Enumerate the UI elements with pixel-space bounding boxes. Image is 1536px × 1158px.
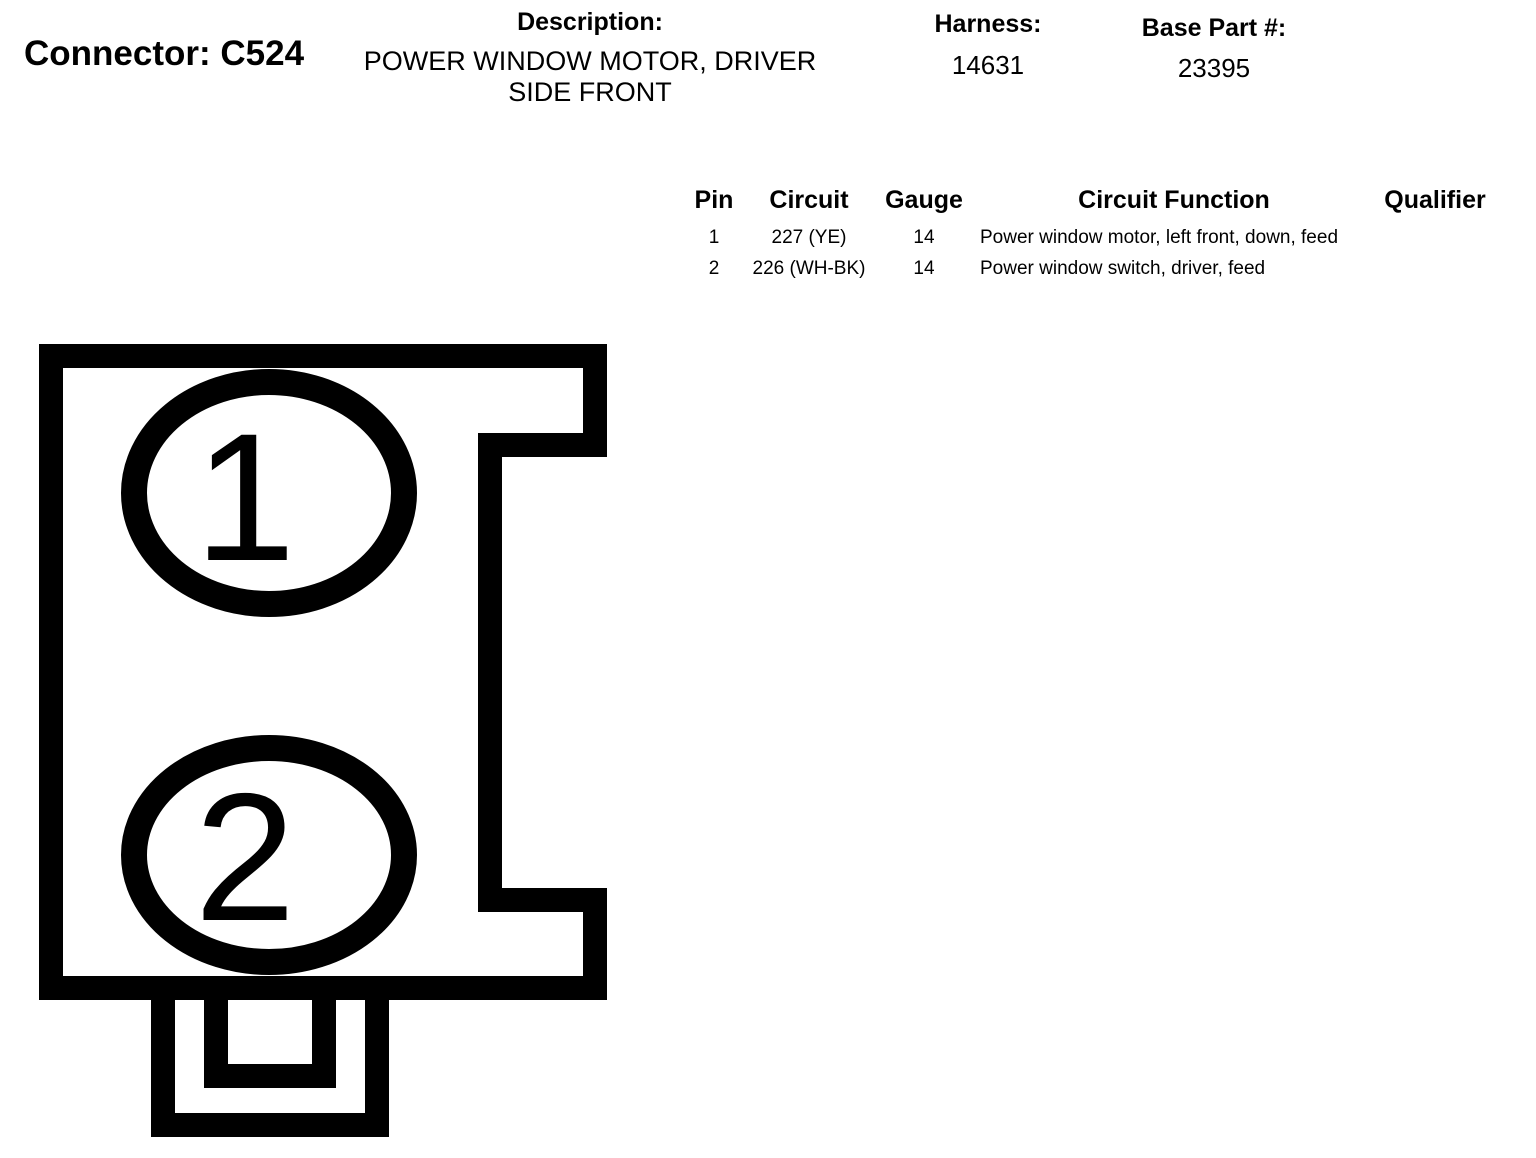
cell-circuit-function: Power window switch, driver, feed [980,257,1266,279]
connector-locking-tab [151,988,389,1137]
header-circuit-function: Circuit Function [1078,185,1270,214]
base-part-label: Base Part #: [1141,14,1287,42]
harness-label: Harness: [934,10,1042,38]
description-value: POWER WINDOW MOTOR, DRIVER SIDE FRONT [340,46,840,108]
header-circuit: Circuit [769,185,849,214]
cell-gauge: 14 [913,257,935,279]
connector-tab-inner-slot [204,976,336,1088]
cell-circuit: 227 (YE) [771,226,847,248]
base-part-value: 23395 [1177,53,1251,83]
description-line-2: SIDE FRONT [508,77,672,107]
cell-qualifier [1374,222,1496,253]
description-label: Description: [517,8,663,36]
header-qualifier: Qualifier [1384,185,1486,214]
description-line-1: POWER WINDOW MOTOR, DRIVER [363,46,817,76]
pin-table: Pin Circuit Gauge Circuit Function Quali… [684,184,1496,284]
connector-face-diagram: 1 2 [39,344,607,1137]
pin-2-label: 2 [194,755,295,959]
harness-value: 14631 [951,50,1025,80]
cell-circuit: 226 (WH-BK) [752,257,866,279]
table-header-row: Pin Circuit Gauge Circuit Function Quali… [684,184,1496,222]
header-pin: Pin [694,185,734,214]
cell-qualifier [1374,253,1496,284]
table-row: 2 226 (WH-BK) 14 Power window switch, dr… [684,253,1496,284]
pin-2-circle [121,735,417,975]
connector-title: Connector: C524 [24,34,305,73]
cell-gauge: 14 [913,226,935,248]
cell-pin: 2 [708,257,720,279]
pin-1-label: 1 [194,395,295,599]
cell-pin: 1 [708,226,720,248]
header-gauge: Gauge [885,185,963,214]
table-row: 1 227 (YE) 14 Power window motor, left f… [684,222,1496,253]
pin-1-circle [121,369,417,617]
cell-circuit-function: Power window motor, left front, down, fe… [980,226,1339,248]
